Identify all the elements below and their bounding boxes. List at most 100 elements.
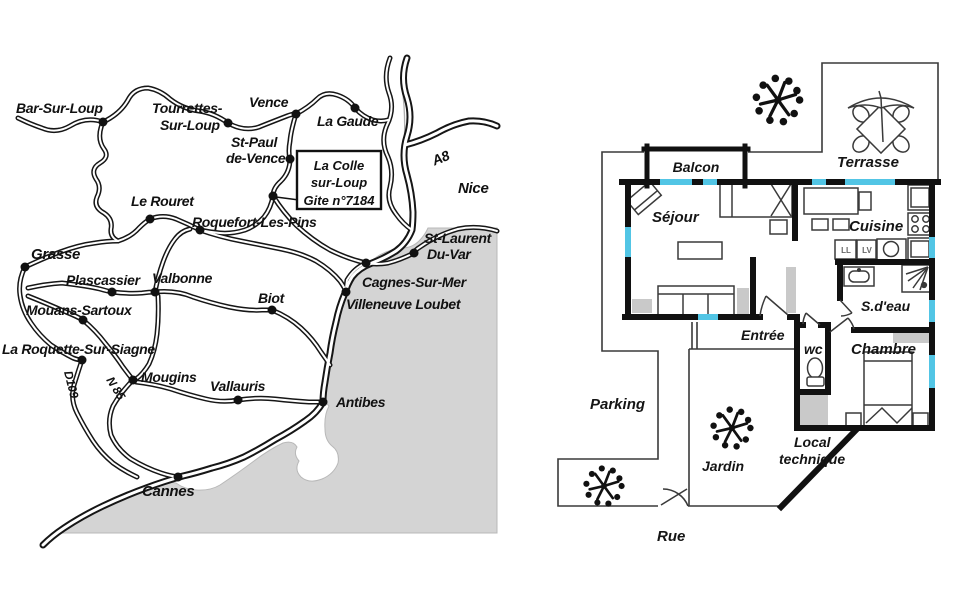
map-label-tourrettes-1: Tourrettes- xyxy=(152,100,223,116)
town-dot xyxy=(77,355,87,365)
map-label-st-paul-2: de-Vence xyxy=(226,150,286,166)
town-dot xyxy=(20,262,30,272)
window-markers xyxy=(625,179,935,388)
tree-icon xyxy=(709,405,755,451)
label-washer: LL xyxy=(841,246,851,255)
label-wc: wc xyxy=(804,341,823,357)
label-balcon: Balcon xyxy=(673,159,720,175)
map-label-st-laurent-2: Du-Var xyxy=(427,246,472,262)
washbasin-icon xyxy=(843,266,875,287)
nightstand-icon xyxy=(845,412,862,428)
kitchen-cabinet-icon xyxy=(907,237,933,261)
town-dot xyxy=(145,214,155,224)
garden-boundary xyxy=(688,348,797,507)
label-sdeau: S.d'eau xyxy=(861,298,911,314)
map-label-cannes: Cannes xyxy=(142,483,194,500)
map-label-la-roquette: La Roquette-Sur-Siagne xyxy=(2,341,155,357)
parking-boundary xyxy=(557,151,659,507)
map-label-grasse: Grasse xyxy=(31,246,80,263)
sejour-shade-left xyxy=(632,299,652,313)
chair-icon xyxy=(832,218,850,231)
map-label-la-gaude: La Gaude xyxy=(317,113,379,129)
map-label-villeneuve: Villeneuve Loubet xyxy=(346,296,462,312)
map-label-le-rouret: Le Rouret xyxy=(131,193,195,209)
stove-icon xyxy=(907,212,933,236)
tree-icon xyxy=(582,464,626,508)
property-lines xyxy=(557,62,939,507)
town-dot xyxy=(78,315,88,325)
map-label-st-laurent-1: St-Laurent xyxy=(424,230,493,246)
sdeau-door-arc xyxy=(839,299,853,317)
shaded-areas xyxy=(632,267,929,426)
map-label-vallauris: Vallauris xyxy=(210,378,266,394)
town-dot xyxy=(409,248,419,258)
chambre-door-arc xyxy=(829,317,855,333)
town-dot xyxy=(361,258,371,268)
balcon-walls xyxy=(641,143,751,189)
label-local-2: technique xyxy=(779,451,845,467)
map-label-st-paul-1: St-Paul xyxy=(231,134,279,150)
door-arcs xyxy=(759,295,855,333)
chambre-shade xyxy=(893,333,929,343)
toilet-icon xyxy=(806,357,825,387)
town-dot xyxy=(267,305,277,315)
tv-icon xyxy=(625,180,663,216)
map-label-d109: D109 xyxy=(61,369,81,400)
town-dot xyxy=(107,287,117,297)
label-parking: Parking xyxy=(590,396,645,413)
side-table-icon xyxy=(769,219,788,235)
parasol-table-icon xyxy=(847,90,915,155)
wc-door-arc xyxy=(802,312,821,326)
chair-icon xyxy=(811,218,829,231)
gite-box-line1: La Colle xyxy=(314,158,365,173)
label-local-1: Local xyxy=(794,434,832,450)
gate-door-arc xyxy=(660,488,689,507)
label-terrasse: Terrasse xyxy=(837,154,899,171)
town-dot xyxy=(285,154,295,164)
label-jardin: Jardin xyxy=(702,458,744,474)
floorplan-panel: Balcon Terrasse Séjour Cuisine S.d'eau E… xyxy=(557,62,941,545)
map-label-plascassier: Plascassier xyxy=(66,272,142,288)
map-label-mouans: Mouans-Sartoux xyxy=(26,302,133,318)
label-sejour: Séjour xyxy=(652,209,700,226)
gite-location-dot xyxy=(268,191,278,201)
chair-icon xyxy=(858,191,872,211)
town-dot xyxy=(223,118,233,128)
floorplan-labels: Balcon Terrasse Séjour Cuisine S.d'eau E… xyxy=(590,154,916,545)
gite-box-line2: sur-Loup xyxy=(311,175,367,190)
shower-icon xyxy=(901,264,931,293)
tree-icon xyxy=(750,73,806,127)
map-label-roquefort: Roquefort-Les-Pins xyxy=(192,214,317,230)
town-dot xyxy=(173,472,183,482)
town-dot xyxy=(350,103,360,113)
wall-wc-chambre xyxy=(794,322,935,395)
town-dot xyxy=(341,287,351,297)
map-label-valbonne: Valbonne xyxy=(152,270,213,286)
local-technique-shade xyxy=(800,394,828,426)
town-dot xyxy=(291,109,301,119)
gite-callout: La Colle sur-Loup Gite n°7184 xyxy=(275,149,383,211)
terrace-boundary xyxy=(748,62,939,179)
town-dot xyxy=(128,375,138,385)
single-bed-icon xyxy=(719,183,793,235)
label-entree: Entrée xyxy=(741,327,785,343)
town-dots xyxy=(20,103,419,482)
sejour-shade-right xyxy=(737,288,749,314)
map-label-n85: N 85 xyxy=(103,374,128,402)
label-dishwasher: LV xyxy=(862,246,872,255)
map-label-cagnes: Cagnes-Sur-Mer xyxy=(362,274,468,290)
wall-sdeau xyxy=(835,259,935,301)
wall-diagonal xyxy=(776,425,861,512)
nightstand-icon xyxy=(912,412,929,428)
map-label-biot: Biot xyxy=(258,290,286,306)
map-label-a8: A8 xyxy=(429,147,452,169)
town-dot xyxy=(150,287,160,297)
map-label-nice: Nice xyxy=(458,180,489,197)
kitchen-table-icon xyxy=(803,187,872,231)
town-dot xyxy=(195,225,205,235)
sofa-icon xyxy=(657,285,735,317)
entry-path xyxy=(691,322,698,349)
double-bed-icon xyxy=(845,351,929,428)
